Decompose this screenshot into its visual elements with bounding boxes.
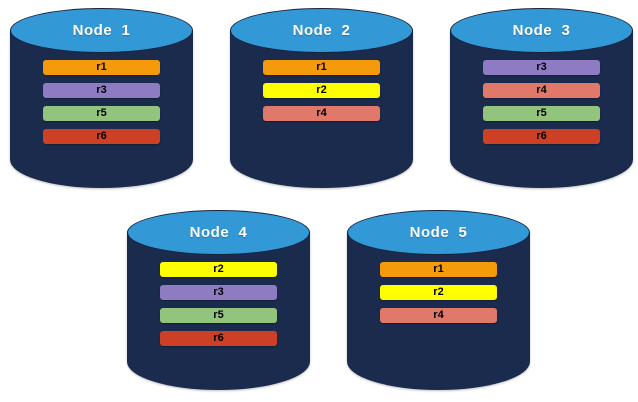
- cylinder-top-ellipse: [450, 8, 633, 53]
- node-label: Node 3: [512, 22, 571, 39]
- record-bar-r5[interactable]: r5: [160, 308, 277, 323]
- record-bar-r1[interactable]: r1: [263, 60, 380, 75]
- record-list: r2 r3 r5 r6: [127, 262, 310, 346]
- record-bar-r2[interactable]: r2: [263, 83, 380, 98]
- record-bar-r4[interactable]: r4: [483, 83, 600, 98]
- record-bar-r6[interactable]: r6: [483, 129, 600, 144]
- record-bar-r2[interactable]: r2: [380, 285, 497, 300]
- record-list: r3 r4 r5 r6: [450, 60, 633, 144]
- database-node-1[interactable]: Node 1 r1 r3 r5 r6: [10, 8, 193, 188]
- node-label: Node 1: [72, 22, 131, 39]
- database-node-5[interactable]: Node 5 r1 r2 r4: [347, 210, 530, 390]
- record-bar-r6[interactable]: r6: [43, 129, 160, 144]
- record-bar-r4[interactable]: r4: [263, 106, 380, 121]
- record-bar-r3[interactable]: r3: [483, 60, 600, 75]
- record-bar-r1[interactable]: r1: [380, 262, 497, 277]
- node-label: Node 5: [409, 224, 468, 241]
- node-label: Node 2: [292, 22, 351, 39]
- database-node-3[interactable]: Node 3 r3 r4 r5 r6: [450, 8, 633, 188]
- database-node-2[interactable]: Node 2 r1 r2 r4: [230, 8, 413, 188]
- record-bar-r5[interactable]: r5: [483, 106, 600, 121]
- node-label: Node 4: [189, 224, 248, 241]
- record-bar-r1[interactable]: r1: [43, 60, 160, 75]
- cylinder-top-ellipse: [347, 210, 530, 255]
- record-bar-r2[interactable]: r2: [160, 262, 277, 277]
- record-bar-r4[interactable]: r4: [380, 308, 497, 323]
- database-node-4[interactable]: Node 4 r2 r3 r5 r6: [127, 210, 310, 390]
- cylinder-top-ellipse: [230, 8, 413, 53]
- record-bar-r5[interactable]: r5: [43, 106, 160, 121]
- cylinder-top-ellipse: [10, 8, 193, 53]
- record-list: r1 r2 r4: [230, 60, 413, 121]
- record-list: r1 r3 r5 r6: [10, 60, 193, 144]
- database-cylinder-icon: Node 2: [230, 8, 413, 188]
- database-cylinder-icon: Node 1: [10, 8, 193, 188]
- cylinder-top-ellipse: [127, 210, 310, 255]
- record-list: r1 r2 r4: [347, 262, 530, 323]
- record-bar-r6[interactable]: r6: [160, 331, 277, 346]
- record-bar-r3[interactable]: r3: [43, 83, 160, 98]
- record-bar-r3[interactable]: r3: [160, 285, 277, 300]
